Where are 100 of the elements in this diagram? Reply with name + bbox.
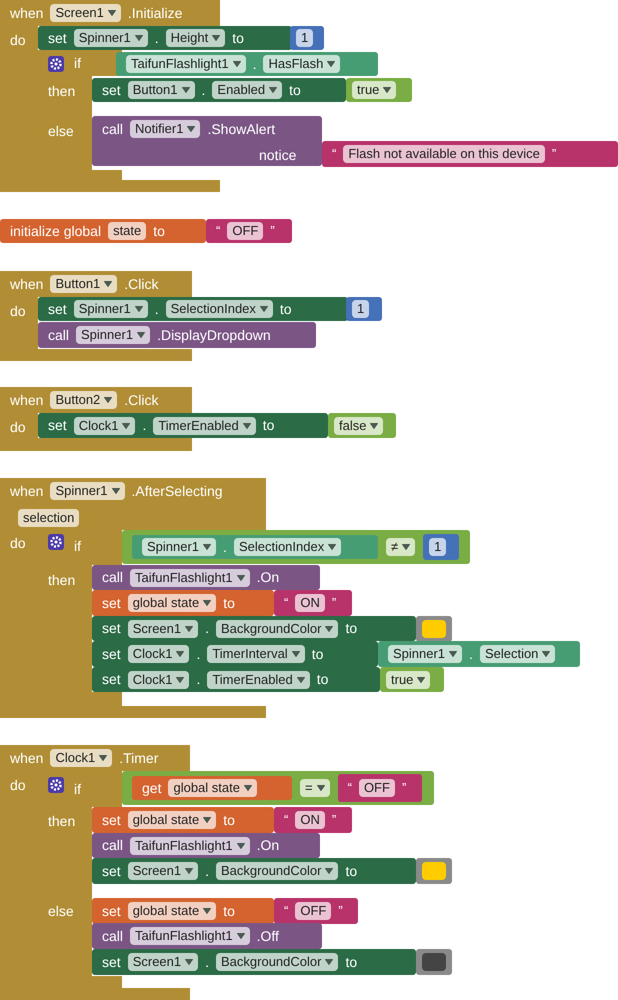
block-label: notice	[259, 147, 296, 163]
dropdown-field: Enabled	[212, 81, 282, 99]
block-label: .AfterSelecting	[132, 482, 223, 501]
text-field: OFF	[295, 902, 332, 920]
dropdown-field: true	[352, 81, 396, 99]
color-block	[416, 616, 452, 642]
block-label: do	[10, 419, 26, 435]
logic-block	[328, 413, 396, 438]
method-call-block	[92, 116, 322, 166]
block-label: .	[196, 644, 200, 664]
block-label: set	[102, 644, 121, 664]
block-label: set	[48, 300, 67, 318]
block-label: .	[196, 670, 200, 689]
setter-block	[92, 667, 380, 692]
variable-block	[92, 807, 274, 833]
text-field: state	[108, 222, 146, 240]
setter-block	[38, 297, 348, 321]
dropdown-field: Clock1	[128, 670, 190, 688]
text-field: ON	[295, 594, 325, 612]
variable-block	[92, 590, 274, 616]
dropdown-field: ≠	[386, 538, 416, 556]
block-label: to	[280, 300, 292, 318]
dropdown-field: Screen1	[128, 620, 198, 638]
block-label: to	[345, 952, 358, 972]
block-label: .ShowAlert	[207, 120, 276, 138]
block-label: .	[469, 644, 473, 664]
block-label: to	[312, 644, 324, 664]
method-call-block	[92, 923, 322, 949]
dropdown-field: Notifier1	[130, 120, 200, 138]
block-label: .	[205, 619, 209, 638]
dropdown-field: Selection	[480, 645, 556, 663]
quote-mark: “	[216, 222, 220, 240]
dropdown-field: Screen1	[128, 953, 198, 971]
block-label: then	[48, 813, 76, 829]
variable-block	[132, 776, 292, 800]
text-field: ON	[295, 811, 325, 829]
number-block	[423, 534, 460, 560]
block-label: when	[10, 748, 44, 768]
text-field: 1	[296, 29, 314, 47]
compare-block	[122, 530, 470, 564]
text-field: OFF	[358, 779, 395, 797]
dropdown-field: Clock1	[128, 645, 190, 663]
block-label: when	[10, 274, 44, 294]
block-label: set	[102, 862, 121, 880]
text-block	[206, 219, 292, 243]
block-label: call	[102, 120, 124, 138]
text-block	[274, 898, 358, 924]
method-call-block	[92, 565, 320, 590]
dropdown-field: Screen1	[128, 862, 198, 880]
dropdown-field: BackgroundColor	[216, 620, 338, 638]
block-label: to	[345, 862, 358, 880]
block-label: do	[10, 777, 26, 793]
setter-block	[92, 78, 346, 102]
block-label: set	[48, 416, 67, 435]
dropdown-field: BackgroundColor	[216, 953, 338, 971]
block-label: .Click	[124, 390, 159, 410]
dropdown-field: Button1	[128, 81, 195, 99]
dropdown-field: TimerEnabled	[207, 670, 310, 688]
block-label: .Timer	[119, 748, 158, 768]
text-block	[274, 590, 352, 616]
dropdown-field: false	[334, 416, 384, 434]
dropdown-field: Screen1	[50, 4, 121, 22]
getter-block	[378, 641, 580, 667]
quote-mark: ”	[338, 902, 343, 920]
block-label: if	[74, 54, 81, 72]
dropdown-field: global state	[168, 779, 257, 797]
dropdown-field: Clock1	[74, 416, 136, 434]
block-label: .On	[256, 836, 280, 855]
dropdown-field: global state	[128, 811, 216, 829]
dropdown-field: Spinner1	[142, 538, 216, 556]
dropdown-field: Spinner1	[74, 29, 148, 47]
variable-block	[0, 219, 206, 243]
block-label: .Initialize	[128, 4, 182, 22]
block-label: get	[142, 778, 162, 798]
block-label: if	[74, 537, 81, 556]
quote-mark: ”	[332, 811, 336, 830]
text-block	[322, 141, 618, 167]
quote-mark: ”	[332, 594, 336, 612]
text-field: selection	[18, 508, 80, 527]
logic-block	[380, 667, 444, 692]
quote-mark: “	[348, 779, 352, 798]
dropdown-field: TimerInterval	[207, 645, 305, 663]
block-label: then	[48, 83, 76, 99]
quote-mark: ”	[270, 222, 275, 240]
setter-block	[92, 858, 416, 884]
block-label: to	[232, 28, 244, 48]
block-label: set	[102, 810, 121, 830]
setter-block	[38, 26, 292, 50]
block-label: .On	[256, 568, 280, 587]
variable-block	[92, 898, 274, 924]
block-label: do	[10, 303, 26, 319]
block-label: set	[102, 80, 121, 100]
block-label: call	[102, 926, 124, 946]
dropdown-field: Spinner1	[388, 645, 462, 663]
block-label: .Off	[256, 926, 279, 946]
block-label: set	[102, 952, 121, 972]
block-label: to	[316, 670, 328, 689]
quote-mark: ”	[552, 145, 556, 164]
dropdown-field: SelectionIndex	[234, 538, 342, 556]
dropdown-field: true	[386, 670, 430, 688]
